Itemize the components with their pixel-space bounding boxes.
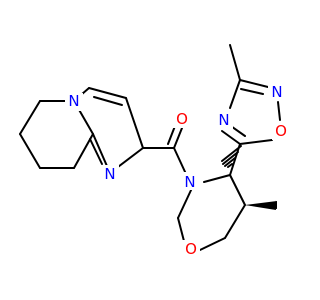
atom-n: N (271, 83, 282, 101)
bond (88, 87, 127, 99)
imidazole-ring (73, 87, 144, 174)
double-bond-inner (89, 138, 103, 165)
atom-n: N (68, 92, 79, 110)
bond (229, 143, 241, 176)
bond (177, 187, 193, 219)
atom-n: N (218, 111, 229, 129)
bond (19, 133, 41, 169)
bond (19, 100, 41, 135)
bond (239, 79, 269, 88)
molecule-structure: N N O N O N N O (19, 44, 290, 258)
bond (229, 79, 241, 109)
double-bond-inner (240, 88, 264, 95)
atom-n: N (184, 173, 195, 191)
atom-o: O (185, 240, 197, 258)
bond (199, 237, 226, 251)
double-bond-inner (93, 96, 123, 106)
bond (203, 174, 231, 183)
atom-labels: N N O N O N N O (65, 83, 290, 258)
tetrahydropyridine-ring (19, 100, 94, 169)
bond (125, 97, 144, 149)
atom-o: O (275, 122, 287, 140)
carbonyl-group (142, 125, 187, 175)
double-bond (167, 125, 176, 145)
bond (277, 101, 281, 121)
double-bond (173, 127, 183, 149)
molecule-canvas: N N O N O N N O (19, 44, 290, 258)
bond (221, 130, 241, 145)
morpholine-ring (177, 143, 277, 251)
atom-n: N (104, 165, 115, 183)
methyl-bond (229, 44, 241, 81)
bond (229, 174, 246, 206)
bond (173, 147, 187, 175)
bond (239, 139, 273, 145)
methyl-wedge-body (245, 201, 277, 209)
atom-o: O (176, 110, 188, 128)
bond (224, 204, 246, 239)
